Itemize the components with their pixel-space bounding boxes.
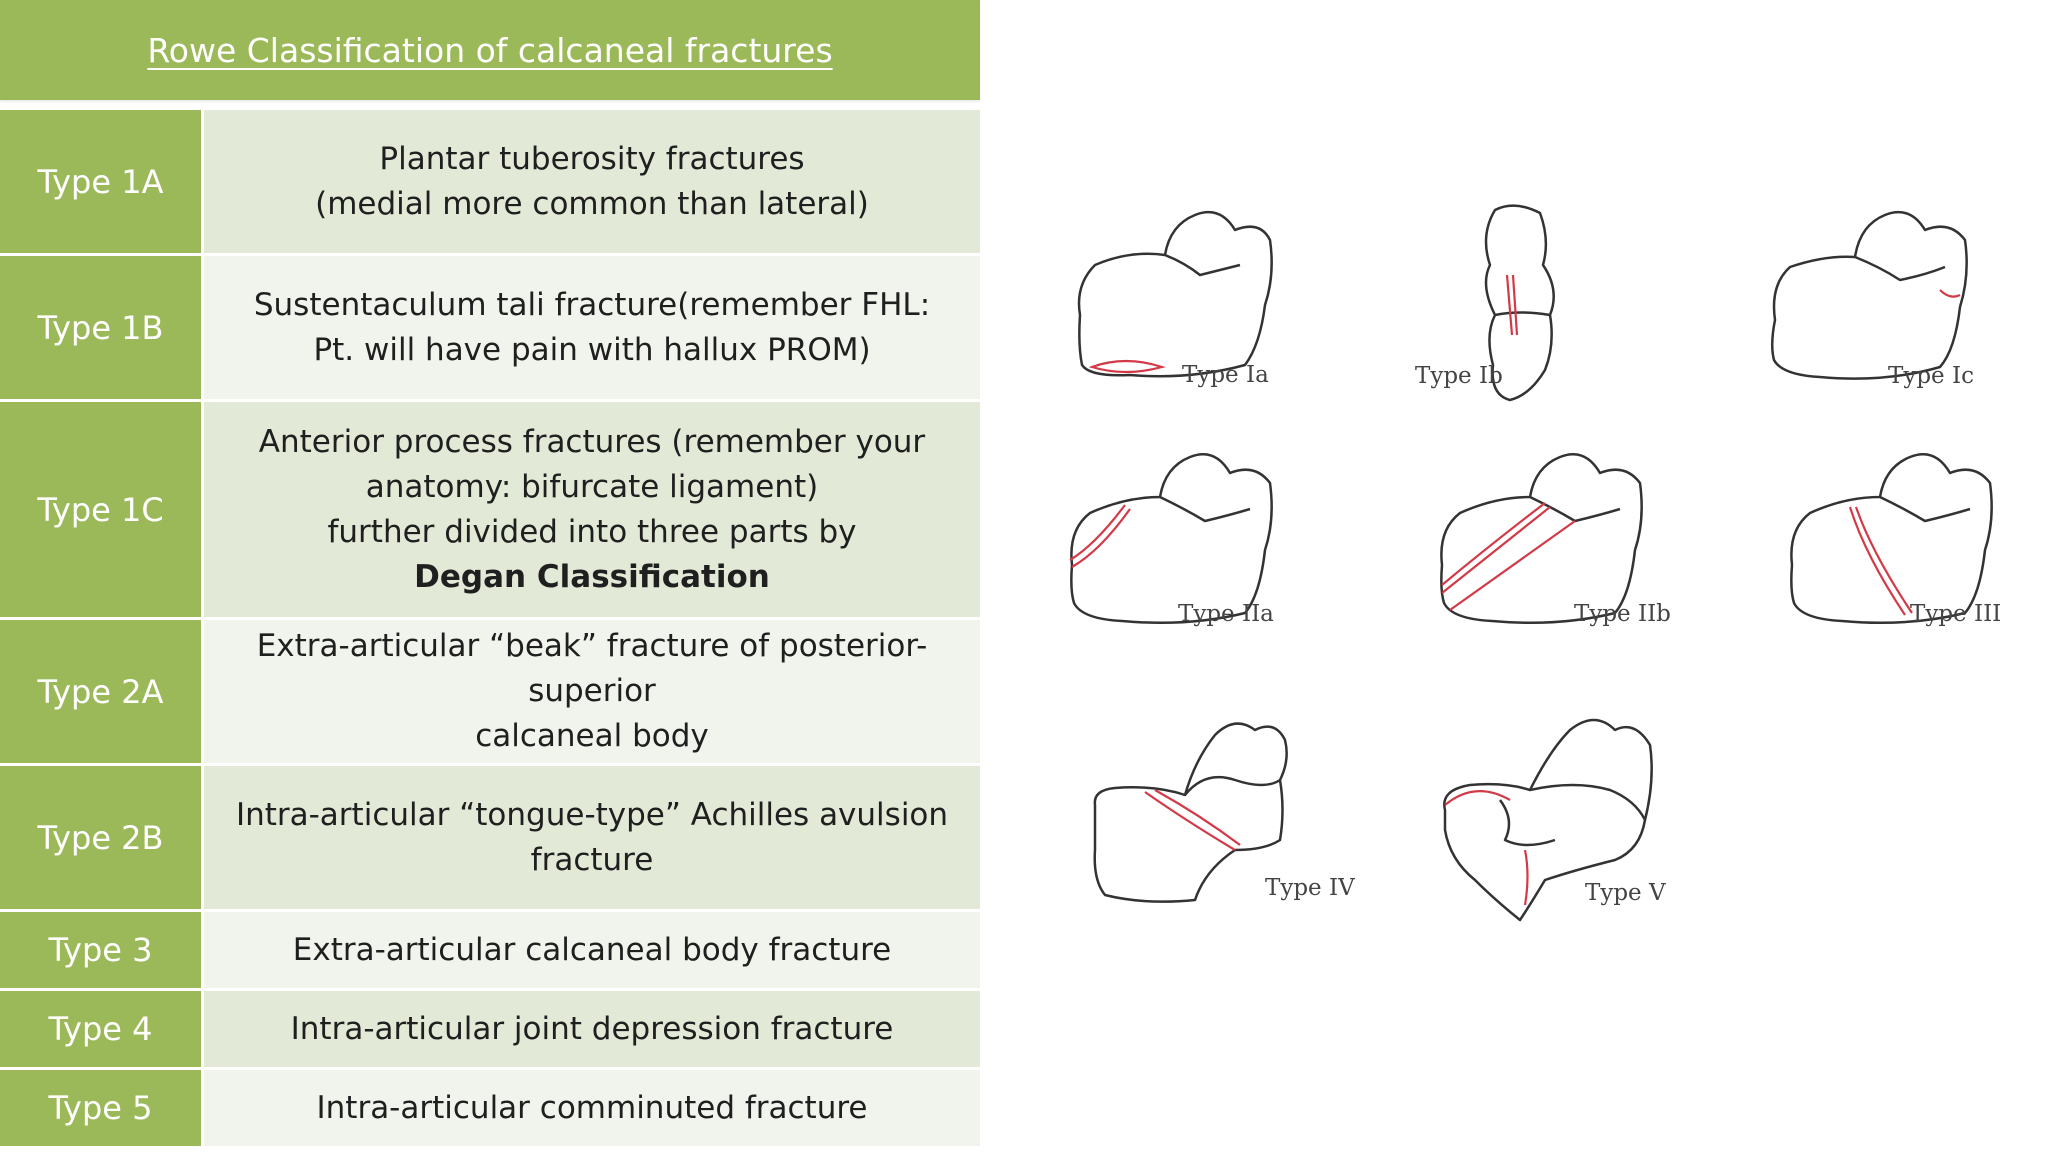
- description-cell: Plantar tuberosity fractures (medial mor…: [204, 110, 980, 253]
- description-cell: Sustentaculum tali fracture(remember FHL…: [204, 256, 980, 399]
- diagram-label: Type V: [1585, 880, 1666, 906]
- diagram-label: Type IV: [1265, 875, 1355, 901]
- diagram-label: Type IIa: [1178, 601, 1274, 627]
- classification-table: Type 1A Plantar tuberosity fractures (me…: [0, 110, 980, 1149]
- type-cell: Type 2B: [0, 766, 204, 909]
- table-row: Type 2B Intra-articular “tongue-type” Ac…: [0, 766, 980, 912]
- description-line: Intra-articular “tongue-type” Achilles a…: [235, 796, 949, 833]
- diagram-label: Type Ic: [1888, 363, 1974, 389]
- description-line: Sustentaculum tali fracture(remember FHL…: [253, 286, 931, 323]
- page-title: Rowe Classification of calcaneal fractur…: [147, 30, 833, 70]
- table-row: Type 1B Sustentaculum tali fracture(reme…: [0, 256, 980, 402]
- description-line: Intra-articular joint depression fractur…: [290, 1010, 894, 1047]
- table-row: Type 1C Anterior process fractures (reme…: [0, 402, 980, 620]
- diagram-label: Type Ib: [1415, 363, 1503, 389]
- description-line: Plantar tuberosity fractures: [379, 140, 805, 177]
- calcaneus-type-iv: Type IV: [1085, 700, 1355, 920]
- title-banner: Rowe Classification of calcaneal fractur…: [0, 0, 980, 100]
- description-cell: Intra-articular joint depression fractur…: [204, 991, 980, 1067]
- type-cell: Type 5: [0, 1070, 204, 1146]
- calcaneus-type-v: Type V: [1435, 690, 1675, 930]
- table-row: Type 3 Extra-articular calcaneal body fr…: [0, 912, 980, 991]
- description-line: Pt. will have pain with hallux PROM): [313, 331, 871, 368]
- type-cell: Type 1B: [0, 256, 204, 399]
- table-row: Type 5 Intra-articular comminuted fractu…: [0, 1070, 980, 1149]
- diagram-label: Type III: [1910, 601, 2002, 627]
- calcaneus-type-iia: Type IIa: [1060, 435, 1300, 645]
- description-line: further divided into three parts by: [327, 513, 857, 550]
- description-cell: Anterior process fractures (remember you…: [204, 402, 980, 617]
- calcaneus-type-ic: Type Ic: [1760, 195, 2000, 405]
- diagram-label: Type Ia: [1182, 362, 1269, 388]
- description-cell: Extra-articular calcaneal body fracture: [204, 912, 980, 988]
- calcaneus-type-iib: Type IIb: [1430, 435, 1671, 645]
- type-cell: Type 2A: [0, 620, 204, 763]
- description-line: calcaneal body: [475, 718, 709, 754]
- type-cell: Type 1C: [0, 402, 204, 617]
- calcaneus-type-ia: Type Ia: [1070, 195, 1300, 405]
- type-cell: Type 4: [0, 991, 204, 1067]
- description-line: Anterior process fractures (remember you…: [258, 423, 926, 460]
- description-line: (medial more common than lateral): [315, 185, 869, 222]
- diagram-label: Type IIb: [1574, 601, 1671, 627]
- calcaneus-type-ib: Type Ib: [1415, 195, 1615, 425]
- calcaneus-type-iii: Type III: [1780, 435, 2010, 645]
- description-line: Intra-articular comminuted fracture: [316, 1089, 868, 1126]
- type-cell: Type 1A: [0, 110, 204, 253]
- fracture-diagram: Type Ia Type Ib Type Ic Type IIa: [1040, 170, 2020, 970]
- description-line: anatomy: bifurcate ligament): [365, 468, 819, 505]
- type-cell: Type 3: [0, 912, 204, 988]
- table-row: Type 2A Extra-articular “beak” fracture …: [0, 620, 980, 766]
- table-row: Type 4 Intra-articular joint depression …: [0, 991, 980, 1070]
- description-line: Extra-articular calcaneal body fracture: [292, 931, 892, 968]
- description-cell: Intra-articular “tongue-type” Achilles a…: [204, 766, 980, 909]
- degan-classification-text: Degan Classification: [414, 558, 770, 595]
- description-cell: Extra-articular “beak” fracture of poste…: [204, 620, 980, 763]
- description-line: Extra-articular “beak” fracture of poste…: [256, 628, 928, 709]
- table-row: Type 1A Plantar tuberosity fractures (me…: [0, 110, 980, 256]
- description-line: fracture: [530, 841, 654, 878]
- description-cell: Intra-articular comminuted fracture: [204, 1070, 980, 1146]
